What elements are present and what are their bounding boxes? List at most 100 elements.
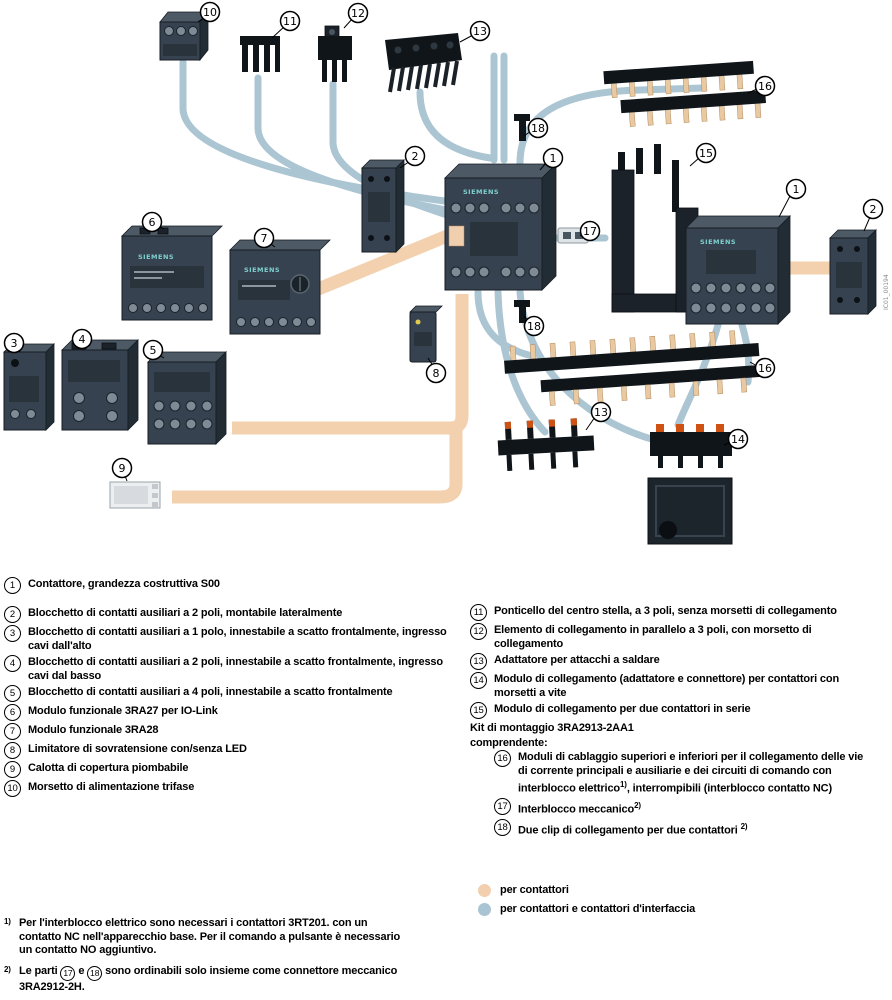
- footnote-marker: 2): [4, 964, 11, 974]
- svg-text:1: 1: [550, 152, 557, 165]
- top-wiring-modules: [603, 60, 766, 127]
- surge-suppressor: [409, 305, 443, 363]
- contactor-s00-center: SIEMENS: [444, 163, 557, 291]
- svg-text:8: 8: [433, 367, 440, 380]
- footnote-text-part: sono ordinabili solo insieme come connet…: [19, 964, 398, 993]
- legend-item-5: 5 Blocchetto di contatti ausiliari a 4 p…: [4, 685, 452, 702]
- legend-text: Blocchetto di contatti ausiliari a 2 pol…: [28, 656, 443, 682]
- callout-number: 12: [470, 623, 487, 640]
- legend-item-14: 14 Modulo di collegamento (adattatore e …: [470, 672, 874, 700]
- svg-text:15: 15: [699, 147, 713, 160]
- callout-number: 7: [4, 723, 21, 740]
- function-module-3ra27: SIEMENS: [121, 225, 223, 321]
- siemens-logo: SIEMENS: [244, 266, 280, 274]
- svg-text:6: 6: [149, 216, 156, 229]
- aux-block-1pole: [3, 343, 55, 431]
- legend-item-13: 13 Adattatore per attacchi a saldare: [470, 653, 874, 670]
- callout-7: 7: [253, 227, 275, 249]
- contactor-s00-right: SIEMENS: [685, 215, 791, 325]
- callout-18-top: 18: [527, 117, 549, 139]
- footnote-1: 1) Per l'interblocco elettrico sono nece…: [4, 917, 412, 958]
- aux-block-2pole: [61, 339, 139, 431]
- callout-number-18: 18: [87, 965, 103, 981]
- lateral-aux-contact-block-left: [361, 159, 405, 253]
- series-connection-module: [611, 144, 699, 313]
- legend-item-2: 2 Blocchetto di contatti ausiliari a 2 p…: [4, 606, 452, 623]
- star-point-jumper: [240, 36, 280, 72]
- callout-number: 15: [470, 702, 487, 719]
- siemens-logo: SIEMENS: [138, 253, 174, 261]
- three-phase-supply-terminal: [159, 10, 209, 62]
- aux-block-4pole: [147, 351, 227, 445]
- callout-18-mid: 18: [523, 315, 545, 337]
- svg-text:7: 7: [261, 232, 268, 245]
- legend-text: Moduli di cablaggio superiori e inferior…: [518, 751, 874, 796]
- legend-text: Modulo di collegamento (adattatore e con…: [494, 673, 840, 699]
- callout-14: 14: [727, 428, 749, 450]
- callout-number: 17: [494, 798, 511, 816]
- svg-text:13: 13: [473, 25, 487, 38]
- footnote-ref: 2): [634, 801, 641, 811]
- footnote-text-part: Le parti: [19, 964, 58, 977]
- footnote-text: Per l'interblocco elettrico sono necessa…: [19, 917, 401, 956]
- footnote-marker: 1): [4, 917, 11, 926]
- footnote-2: 2) Le parti 17 e 18 sono ordinabili solo…: [4, 965, 412, 995]
- callout-8: 8: [425, 362, 447, 384]
- callout-number: 18: [494, 819, 511, 837]
- callout-16-bottom: 16: [754, 357, 776, 379]
- svg-text:11: 11: [283, 15, 297, 28]
- tan-color-swatch: [478, 884, 491, 898]
- callout-number: 11: [470, 604, 487, 621]
- svg-text:14: 14: [731, 433, 745, 446]
- callout-number: 8: [4, 742, 21, 759]
- legend-item-9: 9 Calotta di copertura piombabile: [4, 761, 452, 778]
- svg-text:16: 16: [758, 80, 772, 93]
- callout-number: 4: [4, 655, 21, 672]
- legend-text: Modulo di collegamento per due contattor…: [494, 703, 751, 715]
- callout-number-17: 17: [60, 965, 76, 981]
- callout-number: 14: [470, 672, 487, 689]
- legend-item-7: 7 Modulo funzionale 3RA28: [4, 723, 452, 740]
- svg-text:10: 10: [203, 6, 217, 19]
- kit-title: Kit di montaggio 3RA2913-2AA1: [470, 722, 634, 734]
- exploded-diagram: SIEMENS: [3, 1, 890, 545]
- callout-13-bottom: 13: [590, 401, 612, 423]
- legend-text: Blocchetto di contatti ausiliari a 4 pol…: [28, 686, 393, 698]
- legend-text: Adattatore per attacchi a saldare: [494, 654, 660, 666]
- legend-text: Interblocco meccanico2): [518, 799, 874, 817]
- legend-text: Ponticello del centro stella, a 3 poli, …: [494, 605, 837, 617]
- color-key-interface-contactors: per contattori e contattori d'interfacci…: [478, 903, 695, 917]
- siemens-logo: SIEMENS: [463, 188, 499, 196]
- footnote-ref: 2): [740, 822, 748, 832]
- svg-text:18: 18: [527, 320, 541, 333]
- legend-text: Elemento di collegamento in parallelo a …: [494, 624, 812, 650]
- callouts: 10 11 12 13 16 18 1 2 15 1 2 17 6 7 8 18…: [3, 1, 884, 479]
- legend-item-4: 4 Blocchetto di contatti ausiliari a 2 p…: [4, 655, 452, 683]
- svg-text:2: 2: [870, 203, 877, 216]
- legend-item-17: 17 Interblocco meccanico2): [494, 798, 874, 817]
- legend-item-12: 12 Elemento di collegamento in parallelo…: [470, 623, 874, 651]
- callout-2-right: 2: [862, 198, 884, 220]
- callout-5: 5: [142, 339, 164, 361]
- svg-text:4: 4: [79, 333, 86, 346]
- legend-left-column: 1 Contattore, grandezza costruttiva S00 …: [4, 577, 452, 800]
- kit-subtitle: comprendente:: [470, 736, 548, 749]
- callout-3: 3: [3, 332, 25, 354]
- legend-item-15: 15 Modulo di collegamento per due contat…: [470, 702, 874, 719]
- legend-item-6: 6 Modulo funzionale 3RA27 per IO-Link: [4, 704, 452, 721]
- callout-12: 12: [347, 2, 369, 24]
- footnote-text: Le parti 17 e 18 sono ordinabili solo in…: [19, 965, 412, 995]
- color-key-text: per contattori: [500, 884, 569, 896]
- svg-text:1: 1: [793, 183, 800, 196]
- callout-number: 5: [4, 685, 21, 702]
- callout-number: 3: [4, 625, 21, 642]
- parallel-link-element: [318, 25, 352, 82]
- footnotes: 1) Per l'interblocco elettrico sono nece…: [4, 917, 412, 1000]
- legend-item-16: 16 Moduli di cablaggio superiori e infer…: [494, 750, 874, 796]
- lateral-aux-contact-block-right: [829, 229, 877, 315]
- callout-15: 15: [695, 142, 717, 164]
- legend-text-part: , interrompibili (interblocco contatto N…: [626, 782, 832, 795]
- legend-item-18: 18 Due clip di collegamento per due cont…: [494, 819, 874, 838]
- callout-16-top: 16: [754, 75, 776, 97]
